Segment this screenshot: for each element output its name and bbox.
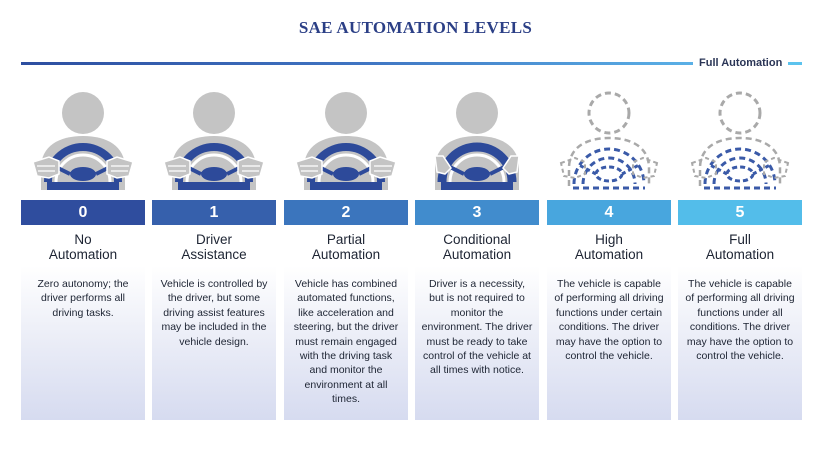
level-name-line2: Automation [705, 247, 775, 262]
level-name: Conditional Automation [415, 232, 539, 262]
level-name: No Automation [21, 232, 145, 262]
level-name-line1: Conditional [443, 232, 511, 247]
level-number-badge: 3 [415, 200, 539, 225]
dashed-driver-icon [559, 86, 659, 190]
level-name-line1: Partial [326, 232, 366, 247]
level-column-1: 1 Driver Assistance Vehicle is controlle… [152, 86, 276, 420]
levels-row: 0 No Automation Zero autonomy; the drive… [21, 86, 802, 420]
driver-hands-on-wheel-icon [295, 86, 397, 190]
level-name: Partial Automation [284, 232, 408, 262]
level-column-5: 5 Full Automation The vehicle is capable… [678, 86, 802, 420]
level-description-card: Zero autonomy; the driver performs all d… [21, 266, 145, 420]
level-name-line1: High [595, 232, 623, 247]
level-description-text: Zero autonomy; the driver performs all d… [37, 278, 129, 319]
level-name-line2: Automation [48, 247, 118, 262]
level-number-badge: 0 [21, 200, 145, 225]
level-description-card: The vehicle is capable of performing all… [678, 266, 802, 420]
driver-hands-on-wheel-icon [163, 86, 265, 190]
driver-hands-off-wheel-icon [427, 86, 527, 190]
level-name-line2: Automation [442, 247, 512, 262]
diagram-title: SAE AUTOMATION LEVELS [298, 18, 533, 37]
level-name-line1: Driver [196, 232, 232, 247]
automation-scale-label: Full Automation [699, 57, 783, 69]
level-number-badge: 2 [284, 200, 408, 225]
dashed-driver-icon [690, 86, 790, 190]
level-name-line2: Automation [311, 247, 381, 262]
level-column-2: 2 Partial Automation Vehicle has combine… [284, 86, 408, 420]
level-name: High Automation [547, 232, 671, 262]
automation-scale-bar [21, 62, 693, 65]
level-description-card: Driver is a necessity, but is not requir… [415, 266, 539, 420]
level-column-4: 4 High Automation The vehicle is capable… [547, 86, 671, 420]
level-name: Driver Assistance [152, 232, 276, 262]
level-description-card: Vehicle is controlled by the driver, but… [152, 266, 276, 420]
level-name-line1: Full [729, 232, 751, 247]
level-description-card: The vehicle is capable of performing all… [547, 266, 671, 420]
level-description-text: The vehicle is capable of performing all… [554, 278, 664, 363]
level-column-3: 3 Conditional Automation Driver is a nec… [415, 86, 539, 420]
driver-hands-on-wheel-icon [32, 86, 134, 190]
level-description-text: Vehicle has combined automated functions… [293, 278, 399, 406]
level-description-text: Driver is a necessity, but is not requir… [421, 278, 533, 377]
level-description-text: The vehicle is capable of performing all… [685, 278, 795, 363]
level-column-0: 0 No Automation Zero autonomy; the drive… [21, 86, 145, 420]
level-number-badge: 1 [152, 200, 276, 225]
level-name-line1: No [74, 232, 92, 247]
level-number-badge: 5 [678, 200, 802, 225]
level-description-text: Vehicle is controlled by the driver, but… [160, 278, 268, 348]
level-number-badge: 4 [547, 200, 671, 225]
automation-scale: Full Automation [21, 57, 802, 70]
level-name: Full Automation [678, 232, 802, 262]
level-description-card: Vehicle has combined automated functions… [284, 266, 408, 420]
level-name-line2: Automation [574, 247, 644, 262]
level-name-line2: Assistance [181, 247, 247, 262]
automation-scale-tail [788, 62, 802, 65]
